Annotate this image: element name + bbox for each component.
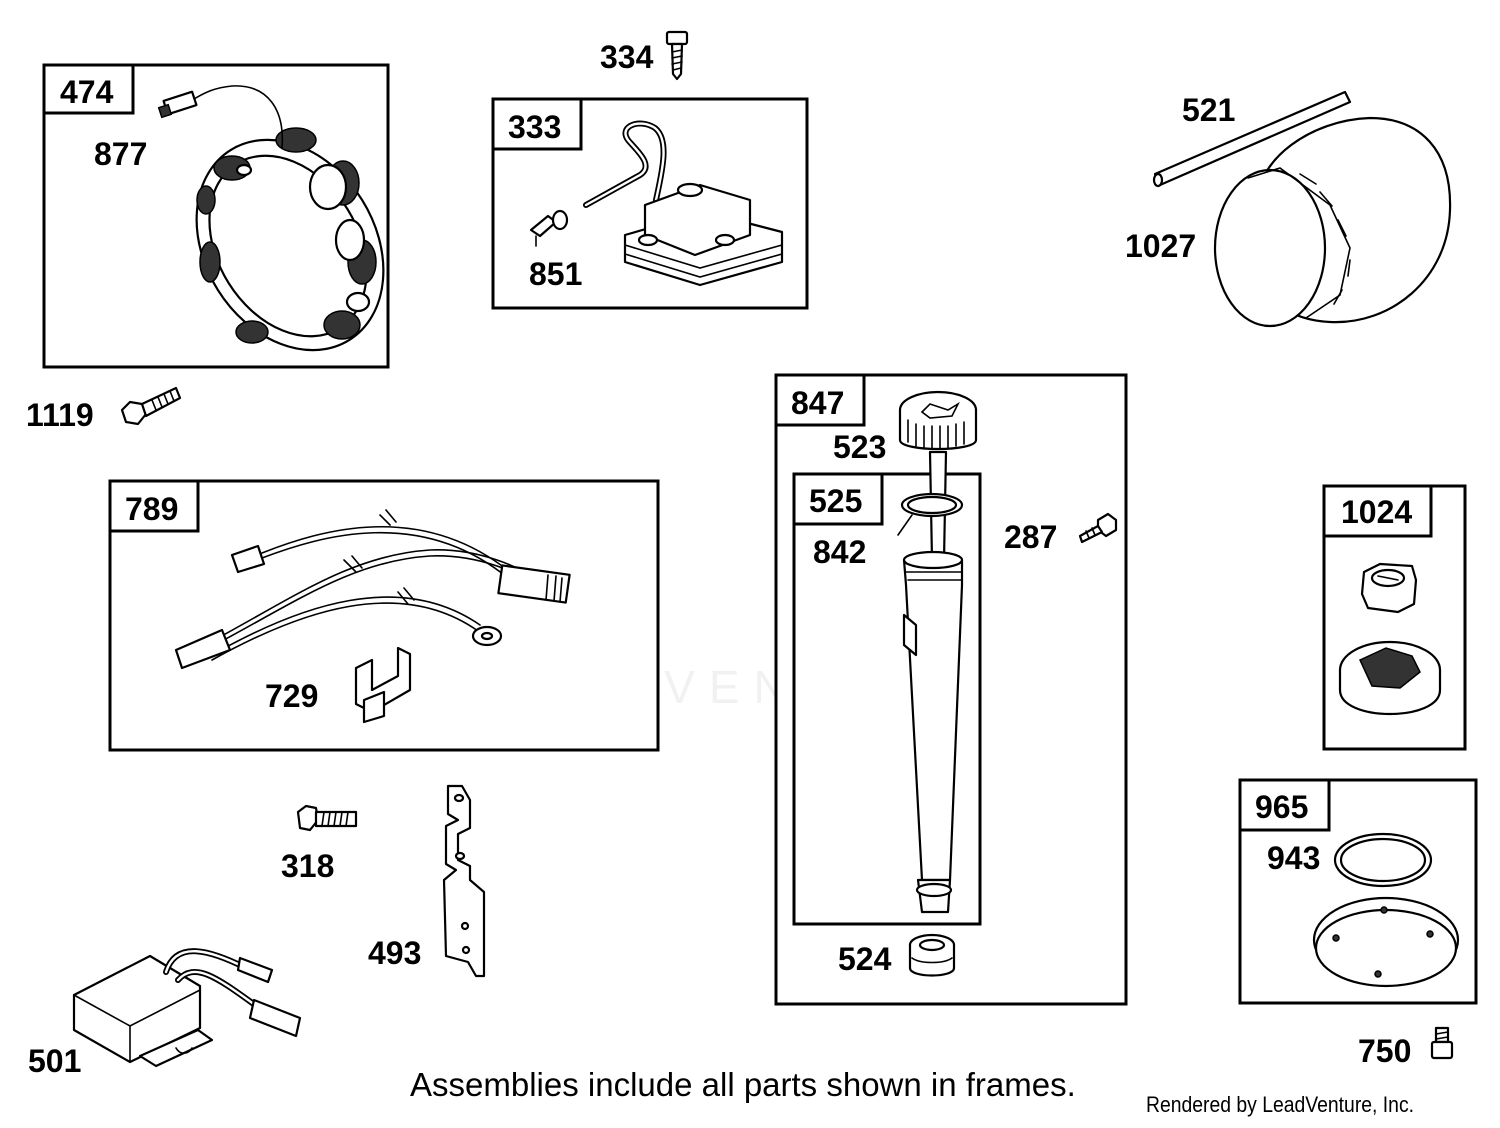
label-318: 318	[281, 848, 334, 884]
render-credit: Rendered by LeadVenture, Inc.	[1146, 1092, 1415, 1117]
label-877: 877	[94, 136, 147, 172]
tag-333	[491, 97, 583, 151]
label-501: 501	[28, 1043, 81, 1079]
rotor-1024-drawing	[1338, 562, 1442, 715]
label-1119: 1119	[26, 397, 94, 433]
label-750: 750	[1358, 1033, 1411, 1069]
label-524: 524	[838, 941, 892, 977]
label-474: 474	[60, 74, 114, 110]
label-943: 943	[1267, 840, 1320, 876]
label-287: 287	[1004, 519, 1057, 555]
oil-filter-drawing	[1213, 116, 1452, 328]
label-525: 525	[809, 483, 862, 519]
assemblies-note: Assemblies include all parts shown in fr…	[410, 1066, 1076, 1103]
clip-729-drawing	[354, 646, 412, 724]
label-521: 521	[1182, 92, 1235, 128]
tag-1024	[1322, 484, 1433, 538]
label-334: 334	[600, 39, 654, 75]
bolt-318-drawing	[296, 804, 358, 832]
label-842: 842	[813, 534, 866, 570]
harness-drawing	[174, 509, 571, 670]
label-851: 851	[529, 256, 582, 292]
tag-525	[792, 472, 884, 526]
label-333: 333	[508, 109, 561, 145]
label-493: 493	[368, 935, 421, 971]
screw-750-drawing	[1430, 1026, 1454, 1060]
bracket-493-drawing	[442, 784, 486, 978]
bolt-1119-drawing	[120, 386, 182, 426]
label-1027: 1027	[1125, 228, 1196, 264]
tag-789	[108, 479, 200, 533]
label-729: 729	[265, 678, 318, 714]
screw-334-drawing	[665, 30, 689, 81]
tag-474	[42, 63, 135, 115]
tag-965	[1238, 778, 1331, 832]
label-847: 847	[791, 385, 844, 421]
regulator-501-drawing	[72, 948, 302, 1068]
tag-847	[774, 373, 866, 427]
grommet-524-drawing	[908, 933, 956, 977]
cover-965-drawing	[1312, 832, 1460, 988]
screw-287-drawing	[1078, 512, 1118, 544]
label-789: 789	[125, 491, 178, 527]
dipstick-drawing	[897, 390, 978, 914]
armature-drawing	[529, 120, 784, 287]
label-523: 523	[833, 429, 886, 465]
stator-drawing	[157, 85, 385, 352]
label-1024: 1024	[1341, 494, 1412, 530]
tube-521-drawing	[1152, 90, 1352, 188]
label-965: 965	[1255, 789, 1308, 825]
